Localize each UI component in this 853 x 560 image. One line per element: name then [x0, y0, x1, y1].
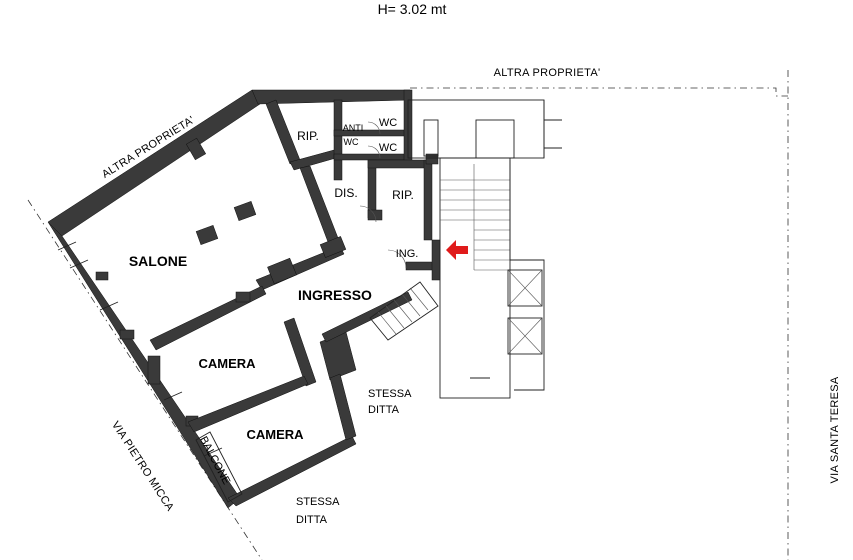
camera-1-label: CAMERA: [198, 356, 256, 371]
stessa-ditta-2-line2: DITTA: [296, 514, 328, 526]
room-labels: SALONE INGRESSO CAMERA CAMERA RIP. RIP. …: [129, 117, 418, 487]
stessa-ditta-1-line2: DITTA: [368, 404, 400, 416]
lift-shaft-1: [507, 269, 543, 307]
via-pietro-micca-label: VIA PIETRO MICCA: [109, 419, 176, 513]
rip-top-label: RIP.: [297, 129, 319, 143]
ing-label: ING.: [396, 248, 419, 260]
rip-center-label: RIP.: [392, 188, 414, 202]
entrance-arrow-icon: [446, 240, 468, 260]
anti-wc-label-1: ANTI: [343, 123, 364, 133]
wc-1-label: WC: [379, 117, 397, 129]
stair-steps: [440, 179, 510, 271]
ingresso-label: INGRESSO: [298, 287, 372, 303]
stairwell: [369, 99, 562, 399]
wc-2-label: WC: [379, 142, 397, 154]
dis-label: DIS.: [334, 186, 357, 200]
balcone-outline: [195, 431, 243, 503]
salone-label: SALONE: [129, 253, 187, 269]
door-swings: [359, 121, 407, 269]
outer-walls: [47, 89, 411, 509]
stessa-ditta-2-line1: STESSA: [296, 496, 340, 508]
altra-proprieta-top-label: ALTRA PROPRIETA': [494, 67, 601, 79]
ceiling-height-label: H= 3.02 mt: [378, 1, 447, 17]
camera-2-label: CAMERA: [246, 427, 304, 442]
stessa-ditta-1-line1: STESSA: [368, 388, 412, 400]
lift-shaft-2: [507, 317, 543, 355]
anti-wc-label-2: WC: [344, 137, 359, 147]
via-santa-teresa-label: VIA SANTA TERESA: [829, 376, 841, 483]
